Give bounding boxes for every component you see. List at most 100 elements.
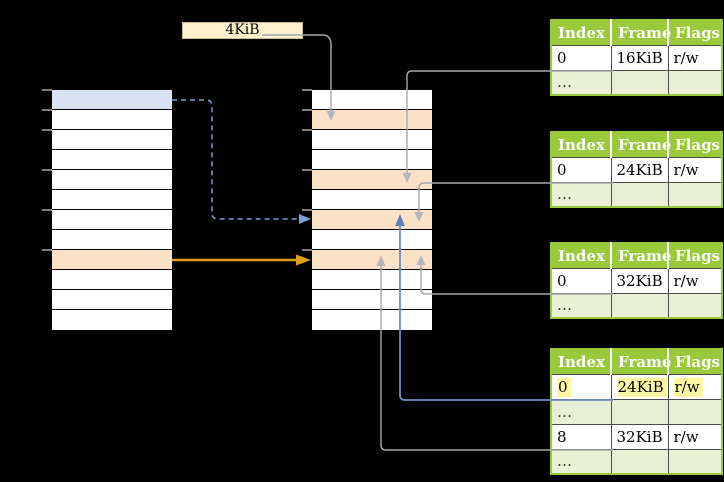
table-cell [610, 292, 669, 319]
virtual-page-row-7 [52, 230, 172, 250]
column-header: Frame [610, 132, 671, 158]
boundary-tick [302, 109, 312, 111]
table-cell: r/w [667, 373, 723, 400]
table-cell: … [550, 69, 612, 96]
boundary-tick [302, 129, 312, 131]
table-cell: … [550, 181, 612, 208]
table-cell: 32KiB [610, 267, 669, 294]
page-size-label: 4KiB [182, 22, 303, 39]
boundary-tick [302, 249, 312, 251]
column-header: Index [551, 20, 611, 46]
virtual-page-row-3 [52, 150, 172, 170]
physical-frame-row-11 [312, 310, 432, 330]
physical-frame-row-2 [312, 130, 432, 150]
table-row: … [550, 292, 723, 319]
virtual-page-row-11 [52, 310, 172, 330]
table-cell: 32KiB [610, 423, 669, 450]
column-header: Index [551, 243, 611, 269]
table-cell: r/w [667, 423, 723, 450]
arrow-virtualpage0-to-frame6 [172, 99, 311, 224]
column-header: Flags [667, 349, 722, 375]
table-cell: 8 [550, 423, 612, 450]
physical-frame-row-0 [312, 90, 432, 110]
boundary-tick [302, 89, 312, 91]
table-cell [610, 69, 669, 96]
table-cell: 0 [550, 373, 612, 400]
boundary-tick [42, 169, 52, 171]
boundary-tick [42, 89, 52, 91]
boundary-tick [42, 209, 52, 211]
column-header: Frame [610, 243, 671, 269]
table-cell: 0 [550, 156, 612, 183]
table-cell: … [550, 292, 612, 319]
physical-frame-row-6 [312, 210, 432, 230]
table-cell: 0 [550, 267, 612, 294]
highlighted-value: 24KiB [616, 377, 667, 397]
physical-frame-row-3 [312, 150, 432, 170]
table-cell: … [550, 448, 612, 475]
table-row: 0 24KiB r/w [550, 373, 723, 400]
virtual-memory-column [52, 90, 172, 330]
boundary-tick [42, 249, 52, 251]
physical-frame-row-10 [312, 290, 432, 310]
boundary-tick [302, 169, 312, 171]
table-cell [610, 398, 669, 425]
boundary-tick [42, 129, 52, 131]
table-row: … [550, 448, 723, 475]
virtual-page-row-2 [52, 130, 172, 150]
table-cell: 16KiB [610, 44, 669, 71]
column-header: Index [551, 349, 611, 375]
column-header: Flags [667, 132, 722, 158]
table-cell [667, 448, 723, 475]
virtual-page-row-1 [52, 110, 172, 130]
table-row: … [550, 69, 723, 96]
table-cell: r/w [667, 267, 723, 294]
boundary-tick [42, 109, 52, 111]
table-cell: r/w [667, 44, 723, 71]
virtual-page-row-10 [52, 290, 172, 310]
table-cell: r/w [667, 156, 723, 183]
column-header: Frame [610, 20, 671, 46]
physical-frame-row-1 [312, 110, 432, 130]
table-cell: 24KiB [610, 373, 669, 400]
physical-frame-row-4 [312, 170, 432, 190]
highlighted-value: 0 [557, 377, 571, 397]
table-cell [667, 181, 723, 208]
physical-frame-row-8 [312, 250, 432, 270]
column-header: Index [551, 132, 611, 158]
virtual-page-row-5 [52, 190, 172, 210]
table-cell [667, 292, 723, 319]
boundary-tick [302, 209, 312, 211]
highlighted-value: r/w [673, 377, 703, 397]
virtual-page-row-8 [52, 250, 172, 270]
physical-frame-row-5 [312, 190, 432, 210]
table-cell [610, 181, 669, 208]
table-row: … [550, 398, 723, 425]
column-header: Flags [667, 20, 722, 46]
virtual-page-row-6 [52, 210, 172, 230]
table-cell [667, 69, 723, 96]
column-header: Frame [610, 349, 671, 375]
physical-frame-row-7 [312, 230, 432, 250]
virtual-page-row-0 [52, 90, 172, 110]
physical-frame-row-9 [312, 270, 432, 290]
column-header: Flags [667, 243, 722, 269]
virtual-page-row-4 [52, 170, 172, 190]
table-cell: … [550, 398, 612, 425]
physical-memory-column [312, 90, 432, 330]
virtual-page-row-9 [52, 270, 172, 290]
